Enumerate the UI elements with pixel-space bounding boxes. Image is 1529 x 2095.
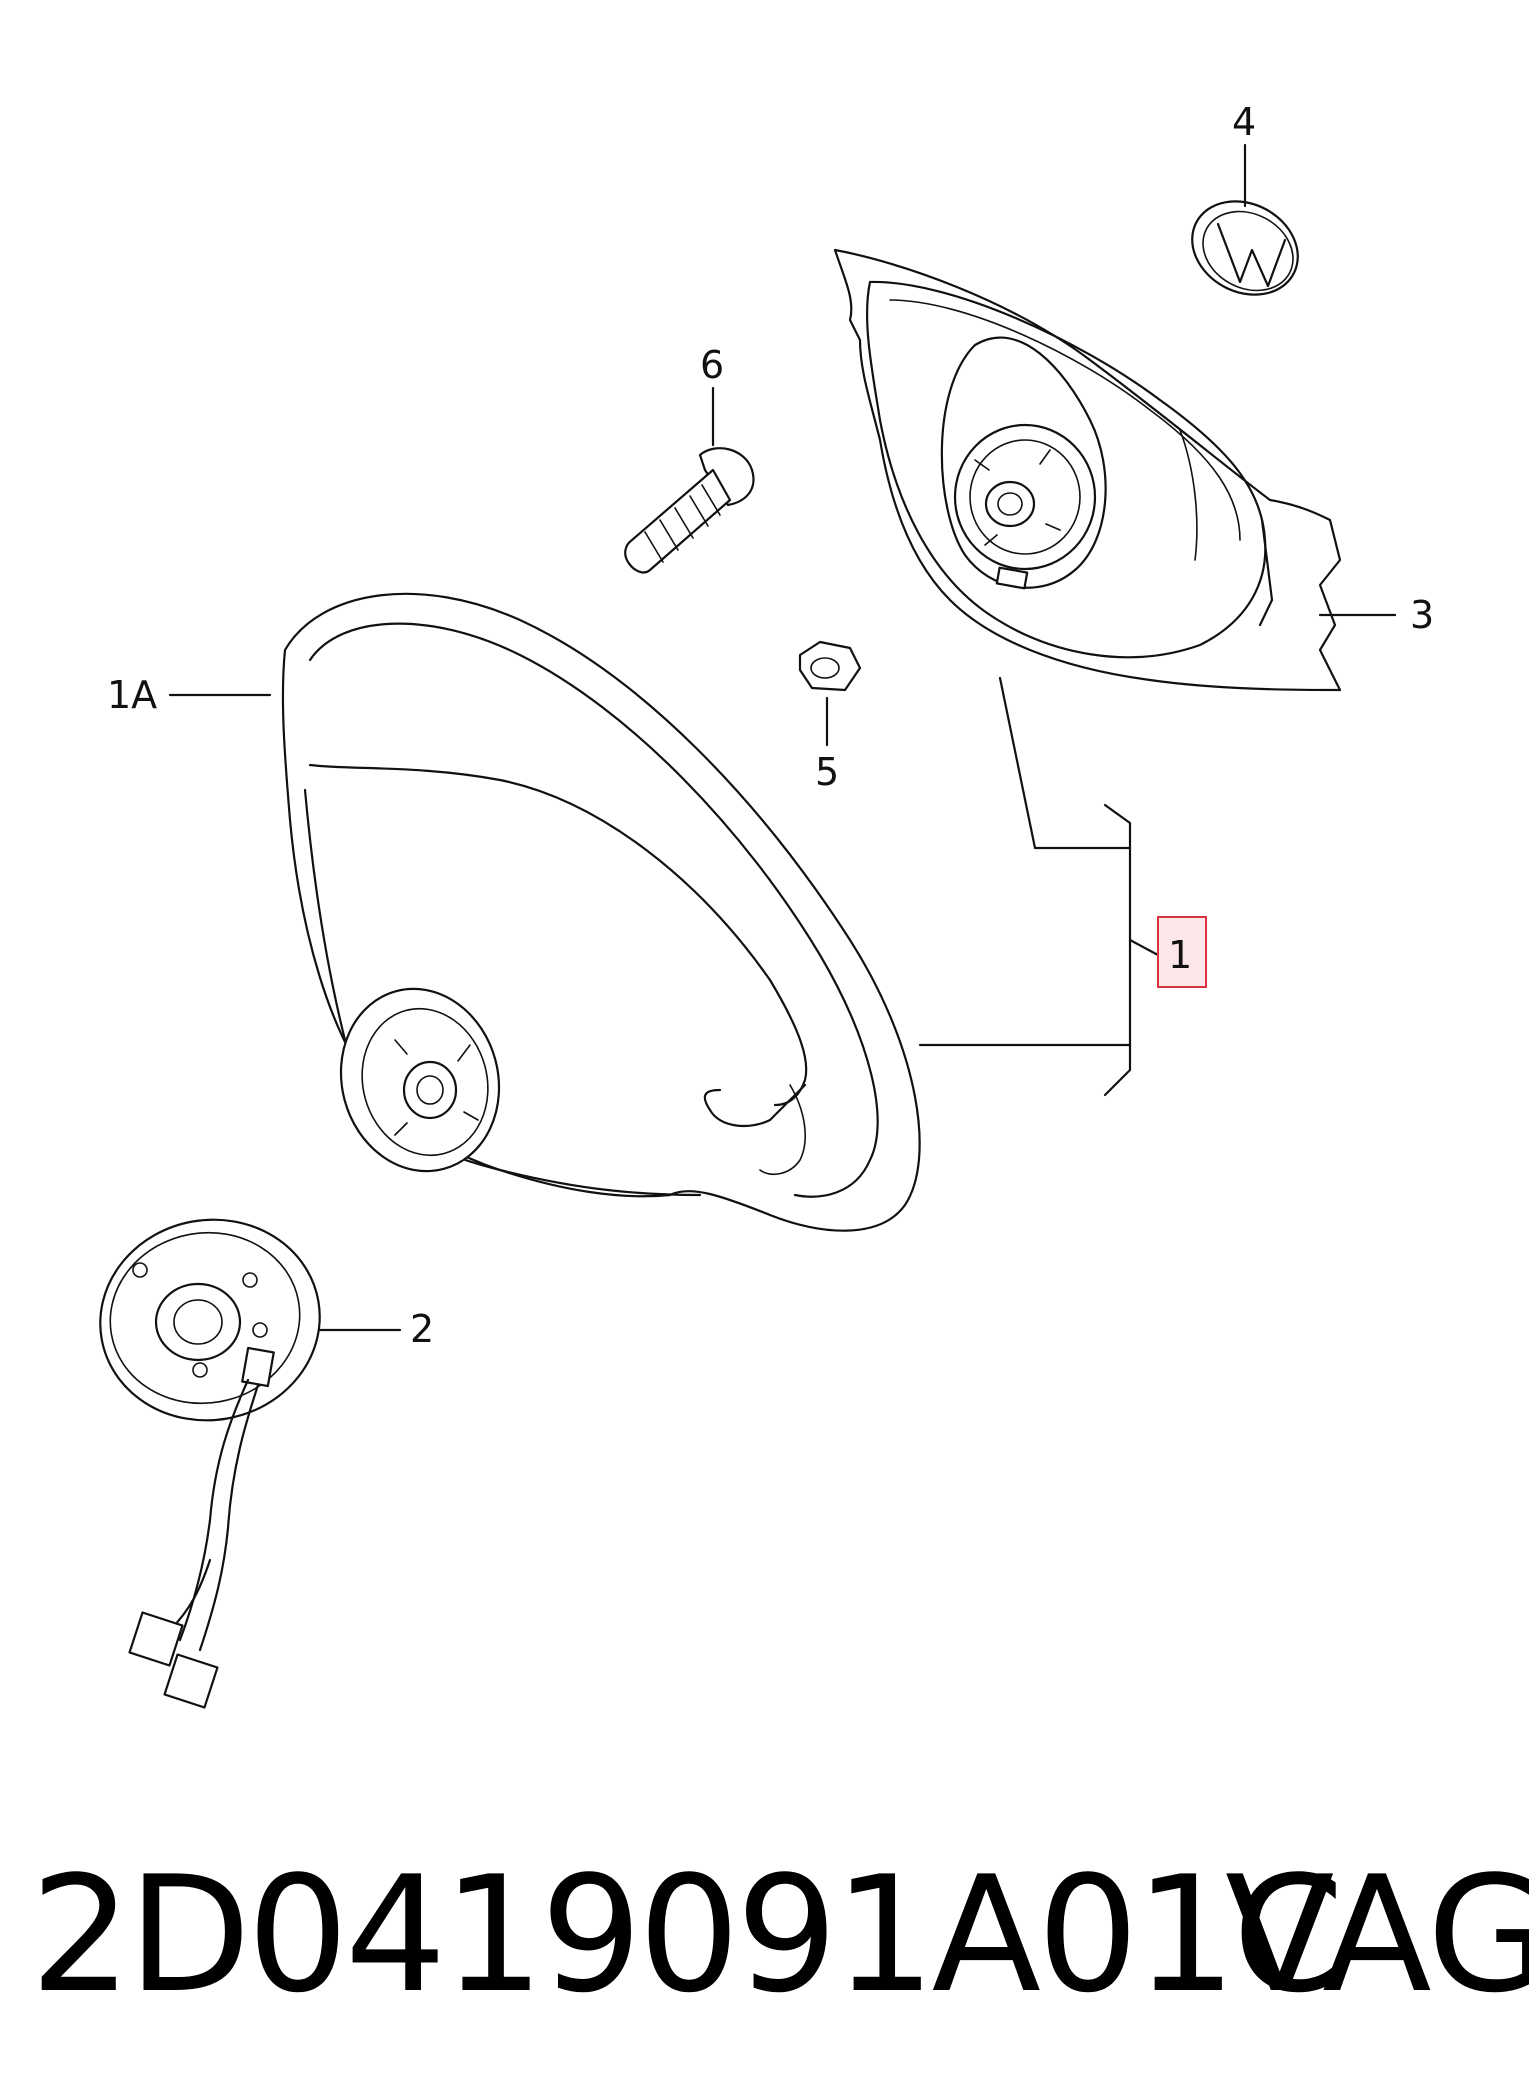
callout-6: 6: [700, 343, 724, 387]
highlight-box: [1157, 916, 1207, 988]
footer: 2D0419091A01C VAG: [0, 1845, 1529, 2025]
emblem-part: [1191, 143, 1299, 296]
clock-spring-part: [99, 1218, 402, 1709]
nut-part: [798, 640, 862, 747]
steering-wheel-part: [168, 592, 921, 1232]
callout-3: 3: [1410, 593, 1434, 637]
callout-4: 4: [1232, 100, 1256, 144]
callout-1a: 1A: [107, 673, 157, 717]
maker-label: VAG: [1225, 1841, 1529, 2028]
callout-5: 5: [815, 750, 839, 794]
part-number: 2D0419091A01C: [30, 1841, 1344, 2028]
airbag-housing-part: [833, 248, 1397, 692]
callout-1: 1: [1168, 933, 1192, 977]
item-1-bracket: [918, 676, 1160, 1097]
callout-2: 2: [410, 1307, 434, 1351]
screw-part: [624, 386, 755, 574]
